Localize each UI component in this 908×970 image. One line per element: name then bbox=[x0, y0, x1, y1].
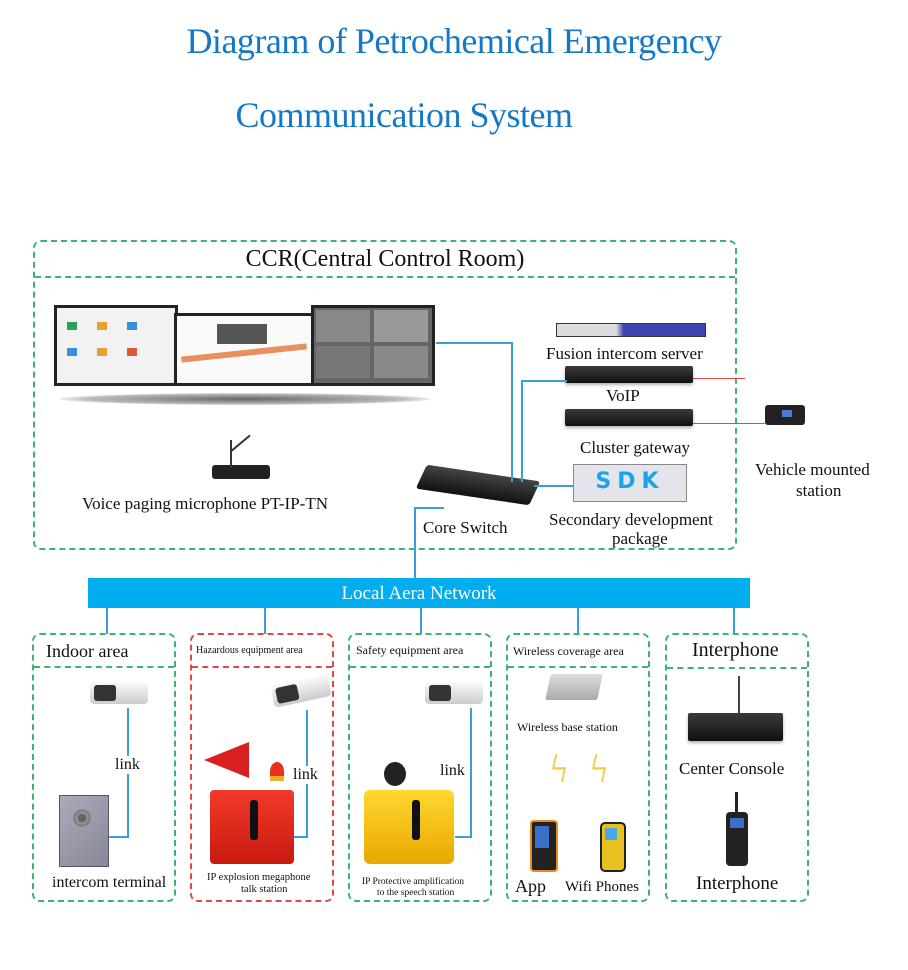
ccr-box bbox=[33, 240, 737, 550]
handheld-radio-screen bbox=[730, 818, 744, 828]
interphone-area-heading: Interphone bbox=[692, 639, 779, 661]
center-console-label: Center Console bbox=[679, 759, 785, 778]
sdk-text: SDK bbox=[595, 469, 665, 494]
indoor-link-line-h bbox=[106, 836, 129, 838]
sdk-box bbox=[573, 464, 687, 502]
signal-bolt-left-icon: ϟ bbox=[550, 746, 569, 791]
safety-area-box bbox=[348, 633, 492, 902]
ccr-heading: CCR(Central Control Room) bbox=[245, 246, 525, 272]
core-switch-label: Core Switch bbox=[423, 518, 508, 537]
interphone-area-box bbox=[665, 633, 809, 902]
safety-link-label: link bbox=[440, 762, 465, 780]
intercom-terminal-icon bbox=[59, 795, 109, 867]
interphone-divider bbox=[667, 667, 807, 669]
indoor-divider bbox=[34, 666, 174, 668]
diagram-title-line2: Communication System bbox=[235, 95, 574, 135]
wireless-base-label: Wireless base station bbox=[517, 720, 618, 734]
lan-drop-safety bbox=[420, 608, 422, 634]
intercom-terminal-label: intercom terminal bbox=[52, 874, 167, 891]
indoor-area-heading: Indoor area bbox=[46, 641, 129, 661]
safety-camera-icon bbox=[425, 682, 483, 704]
hazardous-device-label-line1: IP explosion megaphone bbox=[207, 872, 311, 883]
app-label: App bbox=[515, 876, 546, 896]
wireless-divider bbox=[508, 666, 648, 668]
protective-phone-icon bbox=[364, 790, 454, 864]
screen-map bbox=[174, 313, 314, 386]
vehicle-label-line1: Vehicle mounted bbox=[755, 460, 870, 479]
lan-drop-interphone bbox=[733, 608, 735, 634]
link-switch-sdk bbox=[534, 485, 574, 487]
signal-bolt-right-icon: ϟ bbox=[590, 746, 609, 791]
indoor-camera-icon bbox=[90, 682, 148, 704]
megaphone-icon bbox=[204, 742, 249, 778]
vehicle-radio-screen bbox=[782, 410, 792, 417]
voip-label: VoIP bbox=[606, 386, 640, 405]
fusion-server-icon bbox=[556, 323, 706, 337]
link-switch-voip-v bbox=[521, 380, 523, 482]
lan-drop-indoor bbox=[106, 608, 108, 634]
indoor-link-label: link bbox=[115, 756, 140, 774]
link-videowall-switch-h bbox=[436, 342, 512, 344]
cluster-gateway-icon bbox=[565, 409, 693, 426]
hazardous-link-label: link bbox=[293, 766, 318, 784]
app-phone-screen bbox=[535, 826, 549, 848]
link-videowall-switch-v bbox=[511, 342, 513, 482]
center-console-icon bbox=[688, 713, 783, 741]
link-cluster-vehicle bbox=[693, 423, 765, 424]
safety-device-label-line2: to the speech station bbox=[377, 888, 455, 898]
wireless-area-heading: Wireless coverage area bbox=[513, 644, 624, 658]
mic-label: Voice paging microphone PT-IP-TN bbox=[82, 494, 328, 513]
safety-device-label-line1: IP Protective amplification bbox=[362, 877, 465, 887]
hazardous-device-label-line2: talk station bbox=[241, 884, 288, 895]
hazardous-area-heading: Hazardous equipment area bbox=[196, 645, 303, 656]
voip-gateway-icon bbox=[565, 366, 693, 383]
handheld-radio-antenna bbox=[735, 792, 738, 814]
lan-label: Local Aera Network bbox=[341, 583, 497, 604]
ccr-heading-divider bbox=[35, 276, 735, 278]
link-switch-voip-h bbox=[521, 380, 567, 382]
lan-drop-wireless bbox=[577, 608, 579, 634]
screen-dashboard bbox=[54, 305, 178, 386]
sdk-label-line2: package bbox=[612, 529, 668, 548]
hazardous-divider bbox=[192, 666, 332, 668]
safety-divider bbox=[350, 666, 490, 668]
diagram-title-line1: Diagram of Petrochemical Emergency bbox=[186, 21, 722, 61]
intercom-speaker-grille bbox=[72, 808, 92, 828]
protective-phone-handset bbox=[412, 800, 420, 840]
explosion-phone-handset bbox=[250, 800, 258, 840]
vehicle-label-line2: station bbox=[796, 481, 842, 500]
lan-drop-hazardous bbox=[264, 608, 266, 634]
screen-cctv bbox=[311, 305, 435, 386]
sdk-label-line1: Secondary development bbox=[549, 510, 713, 529]
wifi-phones-label: Wifi Phones bbox=[565, 879, 639, 895]
lan-bar bbox=[88, 578, 750, 608]
wireless-area-box bbox=[506, 633, 650, 902]
interphone-handset-label: Interphone bbox=[696, 873, 779, 894]
hazardous-area-box bbox=[190, 633, 334, 902]
safety-area-heading: Safety equipment area bbox=[356, 643, 464, 657]
link-switch-lan bbox=[414, 507, 416, 579]
link-voip-external bbox=[693, 378, 745, 379]
fusion-server-label: Fusion intercom server bbox=[546, 344, 703, 363]
indoor-area-box bbox=[32, 633, 176, 902]
safety-link-line bbox=[470, 708, 472, 838]
safety-link-line-h bbox=[455, 836, 472, 838]
wifi-phone-screen bbox=[605, 828, 617, 840]
beacon-light-icon bbox=[270, 762, 284, 781]
wireless-base-station-icon bbox=[545, 674, 603, 700]
hazardous-link-line-h bbox=[292, 836, 308, 838]
link-switch-lan-h bbox=[414, 507, 444, 509]
horn-speaker-icon bbox=[384, 762, 406, 786]
cluster-gateway-label: Cluster gateway bbox=[580, 438, 690, 457]
console-antenna bbox=[738, 676, 740, 714]
video-wall-shadow bbox=[60, 393, 430, 405]
